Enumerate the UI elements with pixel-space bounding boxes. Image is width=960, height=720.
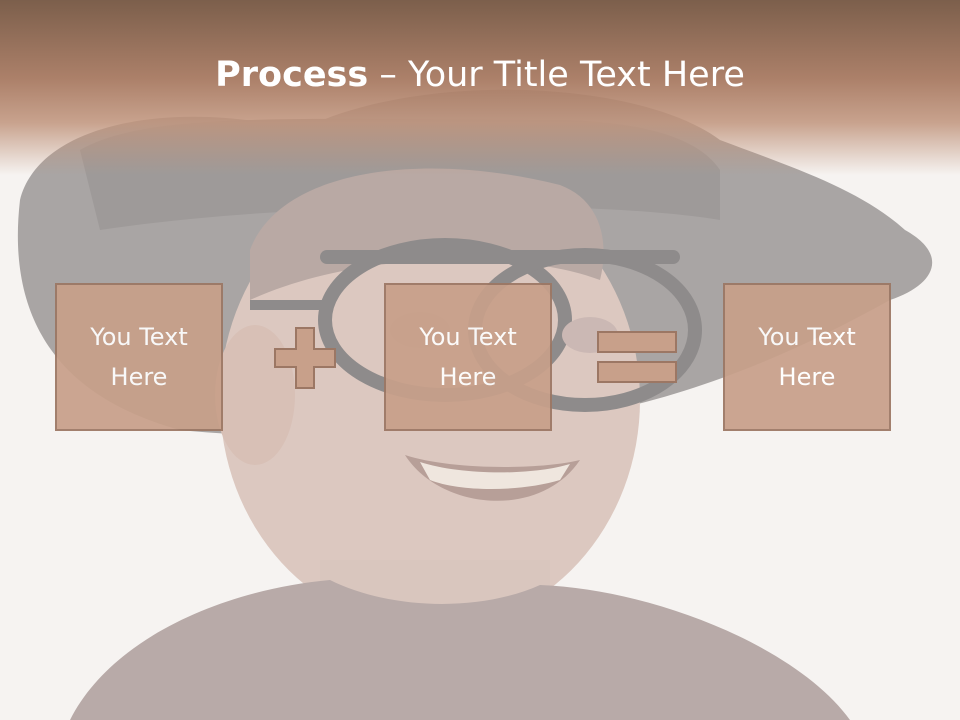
equals-icon xyxy=(597,331,677,383)
plus-icon xyxy=(274,327,336,389)
title-rest: – Your Title Text Here xyxy=(368,55,745,95)
process-box-1[interactable]: You Text Here xyxy=(55,283,223,431)
process-box-3-label: You Text Here xyxy=(758,323,856,391)
process-box-1-label: You Text Here xyxy=(90,323,188,391)
slide-title: Process – Your Title Text Here xyxy=(0,52,960,98)
process-box-2[interactable]: You Text Here xyxy=(384,283,552,431)
process-box-3[interactable]: You Text Here xyxy=(723,283,891,431)
title-bold: Process xyxy=(215,55,369,95)
header-band xyxy=(0,0,960,175)
process-box-2-label: You Text Here xyxy=(419,323,517,391)
